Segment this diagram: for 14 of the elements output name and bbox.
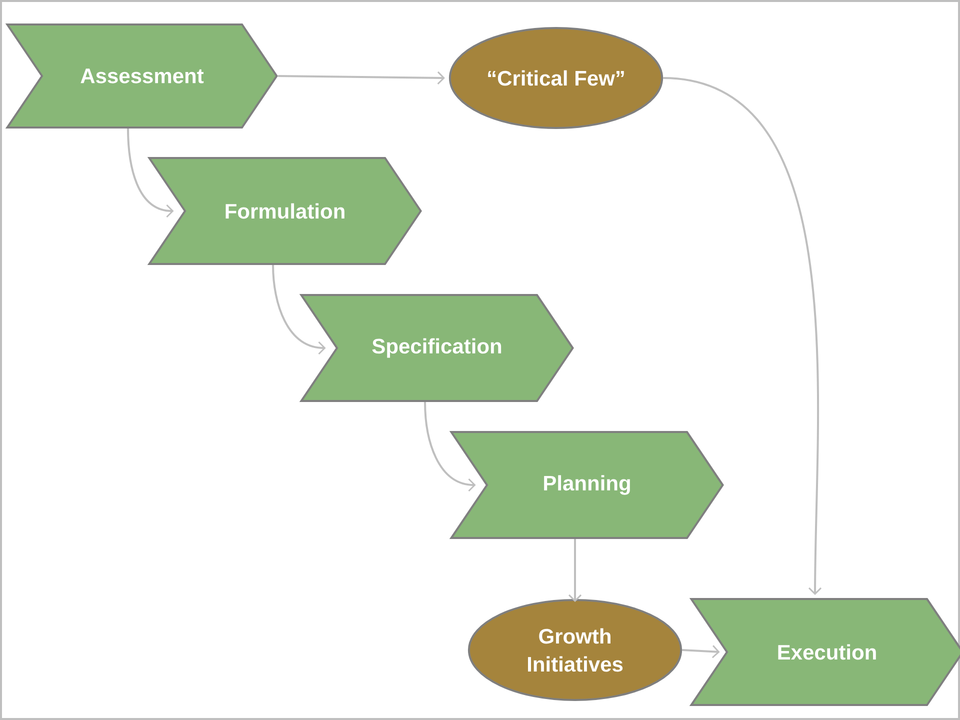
chevron-box: Specification <box>299 294 574 402</box>
arrow <box>272 264 326 355</box>
arrow <box>568 539 582 602</box>
ellipse-node: Growth Initiatives <box>468 599 682 701</box>
chevron-box: Planning <box>449 431 724 539</box>
chevron-box: Execution <box>689 598 960 706</box>
chevron-box: Assessment <box>5 24 278 128</box>
ellipse-node: “Critical Few” <box>448 27 664 129</box>
arrow <box>424 402 476 492</box>
arrow <box>662 77 822 595</box>
chevron-box: Formulation <box>147 157 422 265</box>
arrow <box>682 645 720 658</box>
arrow <box>278 71 445 84</box>
arrow <box>127 128 174 218</box>
